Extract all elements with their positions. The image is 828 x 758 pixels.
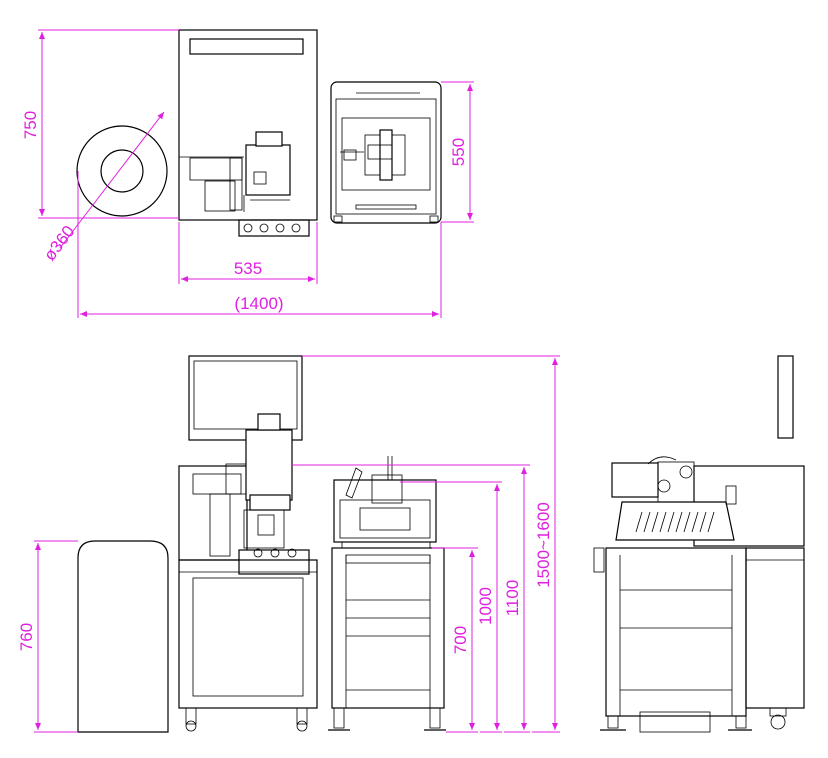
- dim-535: 535: [178, 222, 318, 284]
- dim-760-label: 760: [17, 623, 36, 651]
- second-unit-front: [328, 456, 446, 731]
- dim-1100-label: 1100: [503, 580, 522, 617]
- dim-1000: 1000: [400, 481, 502, 733]
- dim-1400: (1400): [77, 171, 442, 318]
- reel-top: [76, 125, 168, 217]
- main-machine-front: [178, 355, 318, 732]
- dim-550-label: 550: [449, 138, 468, 166]
- dim-550: 550: [441, 81, 474, 223]
- dim-700: 700: [432, 547, 478, 733]
- vent-slots: [635, 511, 715, 533]
- top-view: 750 550 ø360 535 (1400): [21, 29, 474, 318]
- side-view: [593, 355, 805, 733]
- front-view: 760 700 1000 1100 1500~1600: [17, 355, 560, 733]
- second-unit-top: [330, 81, 442, 224]
- dim-1400-label: (1400): [234, 294, 283, 313]
- reel-container-front: [77, 540, 169, 733]
- dim-total-height: 1500~1600: [302, 355, 560, 733]
- dim-diameter: ø360: [40, 111, 165, 264]
- dim-750-label: 750: [21, 111, 40, 139]
- main-cabinet-top: [178, 29, 318, 237]
- dim-diameter-label: ø360: [40, 222, 78, 264]
- dim-760: 760: [17, 540, 78, 733]
- dim-total-height-label: 1500~1600: [534, 502, 553, 588]
- dim-1100: 1100: [292, 464, 530, 733]
- dim-1000-label: 1000: [476, 587, 495, 625]
- dim-535-label: 535: [234, 259, 262, 278]
- dim-700-label: 700: [451, 626, 470, 654]
- dim-750: 750: [21, 29, 179, 219]
